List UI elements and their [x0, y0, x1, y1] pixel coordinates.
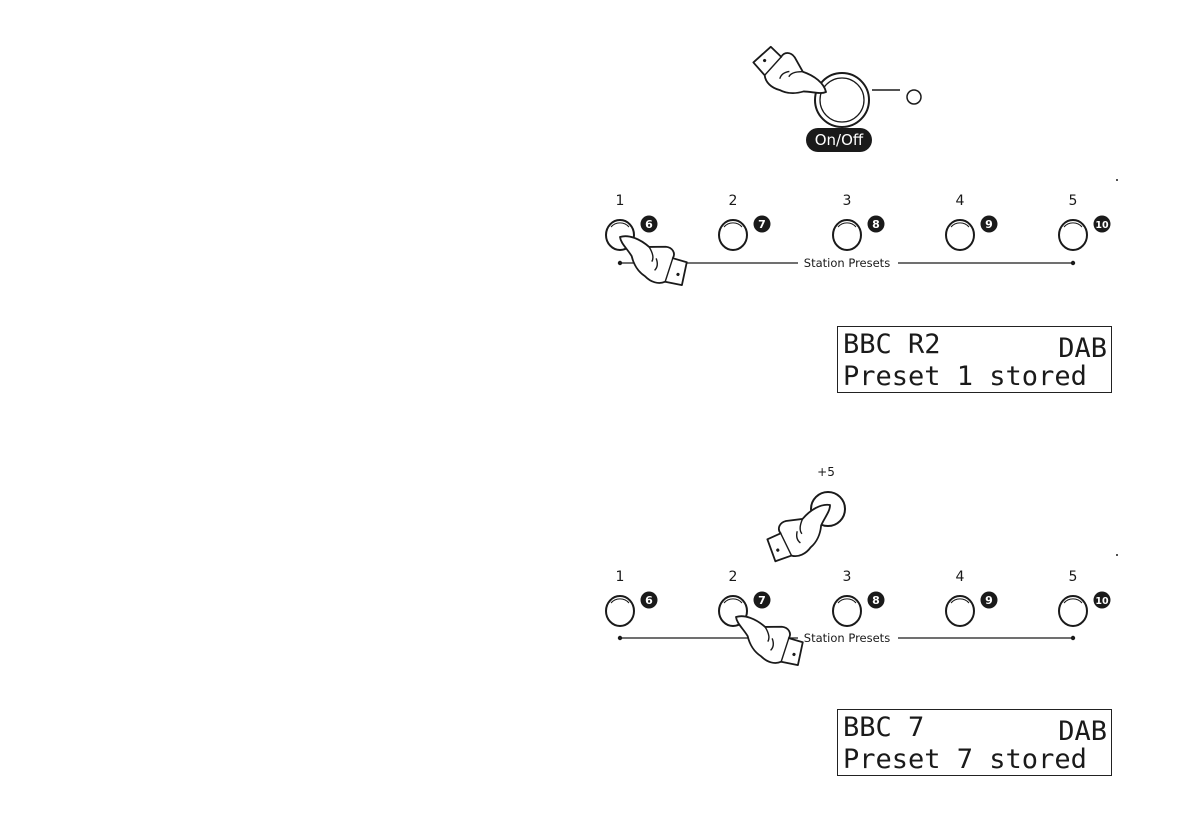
preset-number-label: 3: [843, 569, 852, 585]
preset-badge-number: 8: [872, 218, 880, 231]
power-button-label: On/Off: [815, 131, 864, 149]
lcd-station-name: BBC R2: [843, 331, 941, 358]
plus5-label: +5: [817, 465, 835, 479]
preset-badge-number: 7: [758, 594, 766, 607]
lcd-mode: DAB: [1058, 335, 1107, 362]
station-presets-label: Station Presets: [804, 631, 890, 645]
preset-4-group: 49: [946, 193, 998, 250]
preset-badge-number: 6: [645, 218, 653, 231]
preset-badge-number: 9: [985, 218, 993, 231]
preset-3-group: 38: [833, 193, 885, 250]
preset-1-button[interactable]: [606, 596, 634, 626]
preset-4-button[interactable]: [946, 596, 974, 626]
lcd-message: Preset 7 stored: [843, 746, 1087, 773]
preset-5-button[interactable]: [1059, 596, 1087, 626]
preset-number-label: 2: [729, 193, 738, 209]
registration-mark: [1116, 179, 1118, 181]
bracket-end-dot: [618, 261, 622, 265]
preset-3-button[interactable]: [833, 220, 861, 250]
preset-number-label: 5: [1069, 193, 1078, 209]
power-button-group: On/Off: [747, 40, 921, 152]
preset-badge-number: 10: [1095, 220, 1109, 231]
power-indicator-led: [907, 90, 921, 104]
power-button[interactable]: [815, 73, 869, 127]
preset-3-button[interactable]: [833, 596, 861, 626]
preset-5-group: 5 10: [1059, 193, 1111, 250]
preset-number-label: 1: [616, 193, 625, 209]
bracket-end-dot: [618, 636, 622, 640]
preset-number-label: 4: [956, 569, 965, 585]
lcd-mode: DAB: [1058, 718, 1107, 745]
plus5-button-group: +5: [759, 465, 845, 571]
preset-5-button[interactable]: [1059, 220, 1087, 250]
station-presets-label: Station Presets: [804, 256, 890, 270]
preset-number-label: 3: [843, 193, 852, 209]
preset-badge-number: 9: [985, 594, 993, 607]
preset-4-group: 49: [946, 569, 998, 626]
preset-number-label: 1: [616, 569, 625, 585]
preset-3-group: 38: [833, 569, 885, 626]
lcd-display-1: BBC R2 DAB Preset 1 stored: [837, 326, 1112, 393]
bracket-end-dot: [1071, 261, 1075, 265]
preset-badge-number: 8: [872, 594, 880, 607]
preset-badge-number: 10: [1095, 596, 1109, 607]
preset-number-label: 2: [729, 569, 738, 585]
preset-5-group: 5 10: [1059, 569, 1111, 626]
preset-2-button[interactable]: [719, 220, 747, 250]
preset-1-group: 16: [606, 569, 658, 626]
registration-mark: [1116, 554, 1118, 556]
lcd-message: Preset 1 stored: [843, 363, 1087, 390]
preset-badge-number: 6: [645, 594, 653, 607]
lcd-station-name: BBC 7: [843, 714, 924, 741]
preset-number-label: 4: [956, 193, 965, 209]
preset-badge-number: 7: [758, 218, 766, 231]
bracket-end-dot: [1071, 636, 1075, 640]
preset-4-button[interactable]: [946, 220, 974, 250]
lcd-display-2: BBC 7 DAB Preset 7 stored: [837, 709, 1112, 776]
preset-2-group: 27: [719, 193, 771, 250]
preset-number-label: 5: [1069, 569, 1078, 585]
